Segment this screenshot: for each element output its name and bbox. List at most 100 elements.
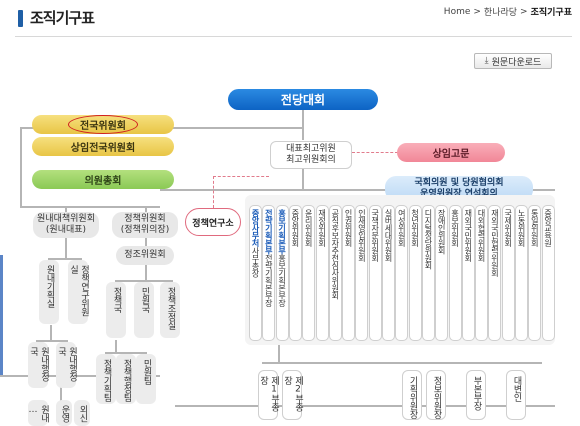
organization-column-label: 청년위원회 <box>410 209 420 247</box>
breadcrumb-separator: > <box>473 6 481 17</box>
connector <box>20 127 22 207</box>
organization-column-node[interactable]: 재외국민위원회 <box>461 205 475 341</box>
organization-column-label: 홍보기획본부장 <box>277 254 287 307</box>
organization-column-node[interactable]: 노동위원회 <box>515 205 528 341</box>
organization-column-accent: 중앙사무처 <box>251 209 260 247</box>
connector <box>60 375 62 405</box>
policy-coordination-node[interactable]: 정책조정실 <box>160 282 180 338</box>
organization-column-node[interactable]: 인권위원회 <box>342 205 356 341</box>
organization-column-node[interactable]: 디지털정당위원회 <box>421 205 435 341</box>
connector <box>278 345 280 363</box>
floor-admin-office-node[interactable]: 원내행정국 <box>28 342 49 388</box>
connector <box>65 238 67 258</box>
organization-column-label: 여성위원회 <box>397 209 407 247</box>
policy-committee-line1: 정책위원회 <box>124 214 166 224</box>
organization-column-node[interactable]: 청년위원회 <box>408 205 422 341</box>
organization-column-label: 국제위원회 <box>503 209 513 247</box>
breadcrumb-party[interactable]: 한나라당 <box>483 8 518 18</box>
policy-research-office-node[interactable]: 정책연구위원실 <box>68 260 89 324</box>
civil-affairs-team-node[interactable]: 민원팀 <box>136 354 156 404</box>
organization-column-node[interactable]: 장애인위원회 <box>435 205 449 341</box>
download-icon: ⤓ <box>484 56 489 66</box>
highlight-oval <box>68 115 138 134</box>
organization-column-node[interactable]: 홍보위원회 <box>448 205 462 341</box>
standing-national-committee-node[interactable]: 상임전국위원회 <box>32 137 174 156</box>
organization-column-node[interactable]: 재외국민협력위원회 <box>488 205 502 341</box>
policy-committee-node[interactable]: 정책위원회 (정책위의장) <box>112 212 178 238</box>
organization-column-label: 국책자문위원회 <box>370 209 380 262</box>
policy-planning-team-node[interactable]: 정책기획팀 <box>96 354 116 404</box>
policy-admin-team-node[interactable]: 정책행정팀 <box>116 354 136 404</box>
policy-bureau-node[interactable]: 정책국 <box>106 282 126 338</box>
download-original-button[interactable]: ⤓ 원문다운로드 <box>474 53 552 69</box>
breadcrumb-current: 조직기구표 <box>530 8 572 18</box>
spokesperson-node[interactable]: 대변인 <box>506 370 526 420</box>
left-edge-accent <box>0 255 3 375</box>
supreme-council-line2: 최고위원회의 <box>286 155 336 165</box>
organization-column-label: 윤리위원회 <box>304 209 314 247</box>
floor-admin-office-2-node[interactable]: 원내행정국 <box>56 342 77 388</box>
organization-column-label: 실버세대위원회 <box>384 209 393 262</box>
policy-subcommittee-node[interactable]: 정조위원회 <box>116 246 174 265</box>
organization-column-node[interactable]: 국책자문위원회 <box>368 205 382 341</box>
organization-column-node[interactable]: 윤리위원회 <box>302 205 316 341</box>
first-deputy-secretary-node[interactable]: 제1부총장 <box>258 370 279 420</box>
second-deputy-secretary-node[interactable]: 제2부총장 <box>282 370 303 420</box>
organization-column-node[interactable]: 국제위원회 <box>501 205 515 341</box>
connector <box>36 340 68 342</box>
foreign-press-node[interactable]: 외신 <box>74 400 90 426</box>
organization-column-label: 디지털정당위원회 <box>423 209 433 269</box>
floor-committee-line1: 원내대책위원회 <box>37 214 95 224</box>
organization-column-label: 대외협력위원회 <box>477 209 487 262</box>
connector <box>20 206 160 208</box>
connector <box>115 280 173 282</box>
standing-advisor-node[interactable]: 상임고문 <box>397 143 505 162</box>
connector <box>105 352 147 354</box>
floor-extra-node[interactable]: 원내 … <box>28 400 49 426</box>
floor-committee-node[interactable]: 원내대책위원회 (원내대표) <box>33 212 99 238</box>
civil-affairs-bureau-node[interactable]: 민원국 <box>134 282 154 338</box>
organization-column-label: 재외국민위원회 <box>463 209 473 262</box>
supreme-council-node[interactable]: 대표최고위원 최고위원회의 <box>270 141 352 169</box>
deputy-head-node[interactable]: 부본부장 <box>466 370 486 420</box>
connector <box>302 110 304 140</box>
organization-column-node[interactable]: 재정위원회 <box>315 205 329 341</box>
floor-committee-line2: (원내대표) <box>45 225 87 235</box>
members-assembly-node[interactable]: 의원총회 <box>32 170 174 189</box>
organization-column-label: 재외국민협력위원회 <box>490 209 500 277</box>
organization-column-label: 사무총장 <box>251 246 260 277</box>
connector <box>115 340 117 352</box>
organization-column-node[interactable]: 중앙위원회 <box>288 205 302 341</box>
connector <box>175 405 555 407</box>
organization-column-node[interactable]: 통일위원회 <box>528 205 542 341</box>
planning-chair-node[interactable]: 기획위원장 <box>402 370 422 420</box>
organization-column-node[interactable]: 대외협력위원회 <box>475 205 489 341</box>
organization-column-label: 중앙교육원 <box>543 209 553 247</box>
information-chair-node[interactable]: 정보위원장 <box>426 370 446 420</box>
organization-column-node[interactable]: 여성위원회 <box>395 205 409 341</box>
organization-column-node[interactable]: 실버세대위원회 <box>382 205 395 341</box>
connector <box>145 238 147 246</box>
organization-column-node[interactable]: 인재영입위원회 <box>355 205 369 341</box>
joint-meeting-line2: 운영위원장 연석회의 <box>420 188 498 199</box>
organization-column-label: 인재영입위원회 <box>357 209 367 262</box>
operations-node[interactable]: 운영 <box>56 400 72 426</box>
joint-meeting-line1: 국회의원 및 당원협의회 <box>414 177 504 188</box>
organization-column-node[interactable]: 중앙교육원 <box>541 205 555 341</box>
connector <box>302 162 304 190</box>
connector <box>160 189 555 191</box>
policy-institute-node[interactable]: 정책연구소 <box>185 208 241 236</box>
organization-column-accent: 홍보기획본부 <box>277 209 287 254</box>
supreme-council-line1: 대표최고위원 <box>286 144 336 154</box>
party-convention-node[interactable]: 전당대회 <box>228 89 378 110</box>
breadcrumb-separator: > <box>520 6 528 17</box>
organization-column-node[interactable]: 공직후보자추천심사위원회 <box>328 205 342 341</box>
breadcrumb-home[interactable]: Home <box>443 6 471 17</box>
institute-dashed-line <box>213 176 269 177</box>
floor-planning-office-node[interactable]: 원내기획실 <box>39 260 59 324</box>
title-accent-bar <box>18 10 23 27</box>
